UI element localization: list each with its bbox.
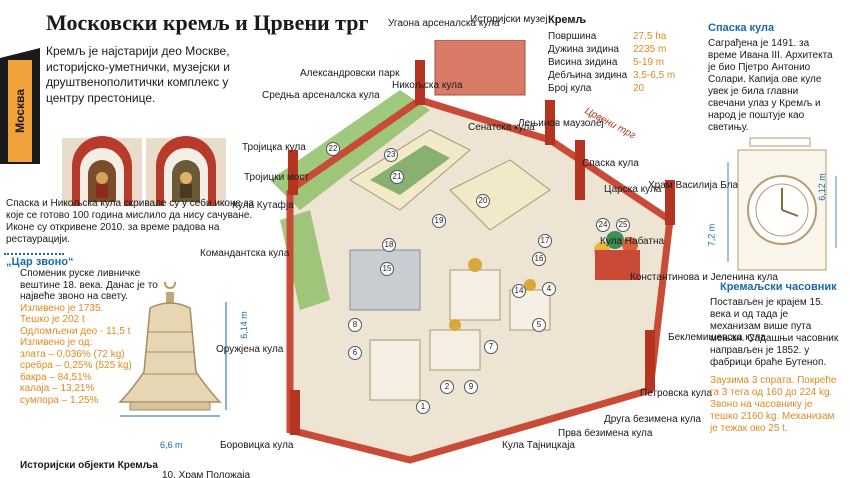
intro-text: Кремљ је најстарији део Москве, историјс… [46,44,231,105]
map-label-pervaya: Прва безимена кула [558,428,653,439]
stats-row: Површина 27,5 ha [548,30,678,43]
stats-table: Површина 27,5 ha Дужина зидина 2235 m Виси… [548,30,678,95]
map-marker: 23 [384,148,398,162]
map-marker: 17 [538,234,552,248]
map-marker: 6 [348,346,362,360]
bell-width-label: 6,6 m [160,440,183,450]
map-label-tainitskaya: Кула Тајницкаја [502,440,575,451]
map-label-basil: Храм Василија Блаженог [648,180,766,191]
kremlin-map [250,40,710,478]
map-marker: 9 [464,380,478,394]
bell-fact: сребра – 0,25% (525 kg) [20,360,132,371]
map-label-kom: Командантска кула [200,248,290,259]
map-label-alexandrovsky: Александровски парк [300,68,400,79]
stats-key: Површина [548,31,597,42]
stats-row: Број кула 20 [548,82,678,95]
map-label-spasskaya: Спаска кула [582,158,639,169]
clock-text-mechanism: Заузима 3 спрата. Покреће га 3 тега од 1… [710,375,837,434]
bell-fact: злата – 0,036% (72 kg) [20,348,125,360]
stats-value: 2235 m [633,44,667,55]
stats-value: 3,5-6,5 m [633,70,676,81]
map-label-beklem: Беклемишевска кула [668,332,766,343]
stats-value: 20 [633,83,645,94]
map-label-oruzheynaya: Оружјена кула [216,344,284,355]
stats-value: 27,5 ha [633,31,667,42]
clock-title: Кремаљски часовник [720,281,837,293]
map-label-nikolskaya: Никољска кула [392,80,463,91]
stats-key: Број кула [548,83,592,94]
bell-fact: сумпора – 1,25% [20,394,99,406]
map-marker: 16 [532,252,546,266]
clock-dim-a: 6,12 m [816,173,827,201]
map-marker: 5 [532,318,546,332]
stats-key: Дужина зидина [548,44,619,55]
map-marker: 18 [382,238,396,252]
bell-height-label: 6,14 m [238,311,249,339]
map-label-tsarskaya: Царска кула [604,184,662,195]
map-marker: 14 [512,284,526,298]
map-marker: 24 [596,218,610,232]
stats-row: Висина зидина 5-19 m [548,56,678,69]
map-marker: 7 [484,340,498,354]
stats-key: Дебљина зидина [548,70,628,81]
stats-row: Дужина зидина 2235 m [548,43,678,56]
section-tab-label: Москва [13,89,27,133]
map-label-troitskaya: Тројицка кула [242,142,306,153]
map-marker: 4 [542,282,556,296]
bell-title: „Цар звоно“ [4,253,74,268]
map-marker: 15 [380,262,394,276]
map-label-senatskaya: Сенатска кула [468,122,535,133]
map-label-lenin: Лењинов маузолеј [518,118,604,129]
map-label-nabatnaya: Кула Набатна [600,236,665,247]
bell-fact: калаја – 13,21% [20,383,95,394]
bell-fact: Изливено је 1735. [20,302,104,314]
map-marker: 19 [432,214,446,228]
bell-description: Споменик руске ливничке вештине 18. века… [20,268,160,406]
stats-row: Дебљина зидина 3,5-6,5 m [548,69,678,82]
map-marker: 2 [440,380,454,394]
map-label-borovitskaya: Боровицка кула [220,440,294,451]
map-label-srednyaya: Средња арсеналска кула [262,90,380,101]
spasskaya-title: Спаска кула [708,22,775,34]
clock-text: Постављен је крајем 15. века и од тада ј… [710,297,839,368]
map-label-konst: Константинова и Јеленина кула [630,272,778,283]
bell-fact: бакра – 84,51% [20,371,92,383]
map-label-kutafya: Кула Кутафја [232,200,294,211]
tsar-bell-illustration [118,282,227,417]
spasskaya-icon-window [146,136,226,206]
map-label-uglovaya: Угаона арсеналска кула [388,18,500,29]
map-label-troitsky-most: Тројицки мост [244,172,309,183]
kremlin-clock-illustration [727,137,837,271]
section-tab: Москва [0,48,40,164]
map-marker: 1 [416,400,430,414]
bell-fact: Изливено је од: [20,337,93,348]
map-label-museum: Историјски музеј [470,14,548,25]
icons-caption: Спаска и Никољска кула скривале су у себ… [6,198,254,245]
clock-dim-b: 7,2 m [706,223,717,247]
nikolskaya-icon-window [62,136,142,206]
history-heading: Историјски објекти Кремља [20,460,158,471]
map-marker: 20 [476,194,490,208]
stats-value: 5-19 m [633,57,665,68]
bell-fact: Одломљени део - 11,5 t [20,325,131,337]
map-marker: 21 [390,170,404,184]
stats-key: Висина зидина [548,57,618,68]
spasskaya-text: Саграђена је 1491. за време Ивана III. А… [708,38,833,133]
bell-fact: Тешко је 202 t [20,314,85,325]
stats-heading: Кремљ [548,14,587,26]
history-item: 10. Храм Положаја ризе [162,470,275,478]
bell-intro: Споменик руске ливничке вештине 18. века… [20,268,158,302]
map-label-petrovskaya: Петровска кула [640,388,712,399]
map-marker: 8 [348,318,362,332]
map-marker: 22 [326,142,340,156]
map-marker: 25 [616,218,630,232]
page-title: Московски кремљ и Црвени трг [46,10,369,35]
map-label-vtoraya: Друга безимена кула [604,414,702,425]
